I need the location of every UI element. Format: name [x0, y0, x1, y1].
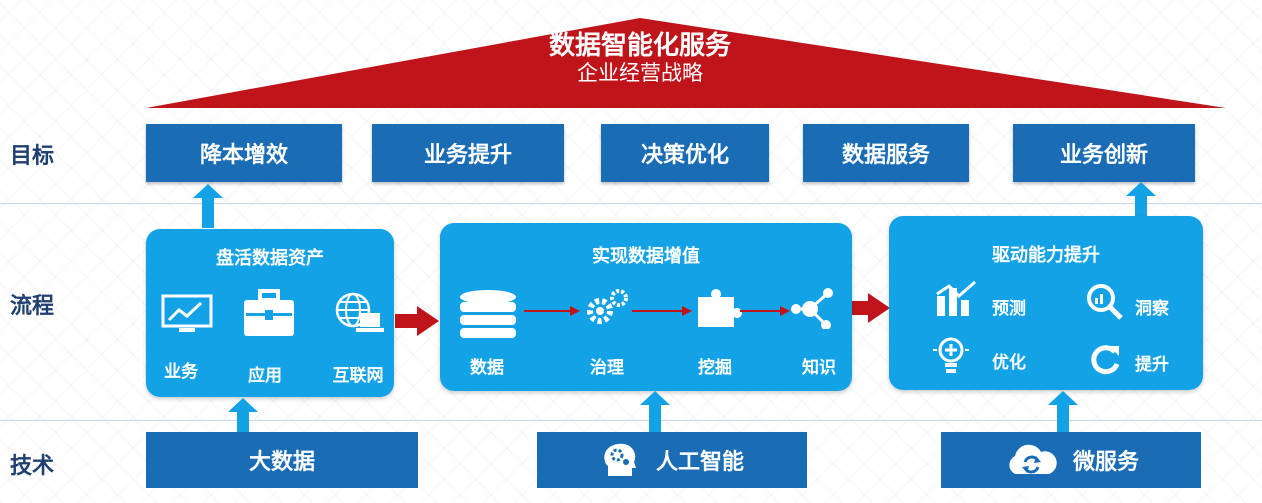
label-knowledge: 知识: [802, 358, 836, 378]
tech-label-ai: 人工智能: [655, 450, 744, 475]
puzzle-icon: [698, 289, 742, 327]
gears-icon: [587, 289, 628, 324]
panel-title: 驱动能力提升: [992, 245, 1100, 266]
lightbulb-icon: [933, 337, 969, 373]
panel-drive-capability: 驱动能力提升 预测 洞察 优化 提升: [889, 216, 1203, 390]
arrow-microservice-to-drive: [1048, 391, 1078, 433]
refresh-icon: [1091, 345, 1120, 375]
label-insight: 洞察: [1135, 299, 1169, 319]
goal-box-business: 业务提升: [372, 124, 564, 182]
arrow-small: [524, 306, 580, 316]
tech-box-ai: 人工智能: [537, 432, 807, 488]
separator-line-top: [0, 203, 1262, 204]
roof-shape: [146, 18, 1226, 108]
arrow-assets-to-goal: [193, 184, 223, 228]
panel-data-assets: 盘活数据资产 业务 应用 互联网: [146, 229, 394, 397]
roof-title-block: 数据智能化服务 企业经营战略: [470, 31, 810, 85]
separator-line-bottom: [0, 420, 1262, 421]
label-data: 数据: [470, 358, 504, 378]
briefcase-icon: [244, 289, 294, 336]
label-application: 应用: [248, 366, 282, 386]
goal-box-cost: 降本增效: [146, 124, 342, 182]
row-label-process: 流程: [10, 294, 55, 319]
monitor-chart-icon: [161, 294, 213, 332]
tech-label-microservice: 微服务: [1072, 450, 1139, 475]
panel-title: 盘活数据资产: [216, 248, 324, 269]
label-mining: 挖掘: [698, 358, 732, 378]
arrow-value-to-drive: [848, 293, 890, 323]
head-gears-icon: [604, 443, 636, 476]
cloud-sync-icon: [1009, 444, 1057, 474]
tech-box-microservice: 微服务: [941, 432, 1201, 488]
tech-box-bigdata: 大数据: [146, 432, 418, 488]
goal-box-data-service: 数据服务: [803, 124, 969, 182]
row-label-goal: 目标: [10, 144, 55, 169]
panel-data-value: 实现数据增值: [440, 223, 852, 391]
row-label-tech: 技术: [10, 454, 55, 479]
roof-subtitle: 企业经营战略: [577, 61, 703, 85]
panel-title: 实现数据增值: [592, 246, 700, 267]
arrow-small: [632, 306, 692, 316]
database-icon: [460, 290, 516, 338]
magnifier-icon: [1087, 284, 1123, 320]
goal-box-innovation: 业务创新: [1013, 124, 1195, 182]
label-business: 业务: [164, 362, 198, 382]
label-governance: 治理: [590, 358, 624, 378]
tech-label-bigdata: 大数据: [248, 450, 315, 475]
bar-chart-icon: [936, 280, 976, 316]
network-icon: [791, 288, 833, 329]
label-improve: 提升: [1135, 355, 1169, 375]
arrow-small: [740, 306, 790, 316]
globe-laptop-icon: [335, 292, 384, 332]
arrow-assets-to-value: [395, 306, 439, 336]
label-internet: 互联网: [332, 366, 384, 386]
roof-title: 数据智能化服务: [548, 31, 731, 61]
label-predict: 预测: [992, 299, 1026, 319]
arrow-bigdata-to-assets: [228, 398, 258, 434]
goal-box-decision: 决策优化: [601, 124, 769, 182]
arrow-ai-to-value: [640, 391, 670, 433]
label-optimize: 优化: [992, 353, 1026, 373]
arrow-drive-to-goal: [1126, 182, 1156, 218]
